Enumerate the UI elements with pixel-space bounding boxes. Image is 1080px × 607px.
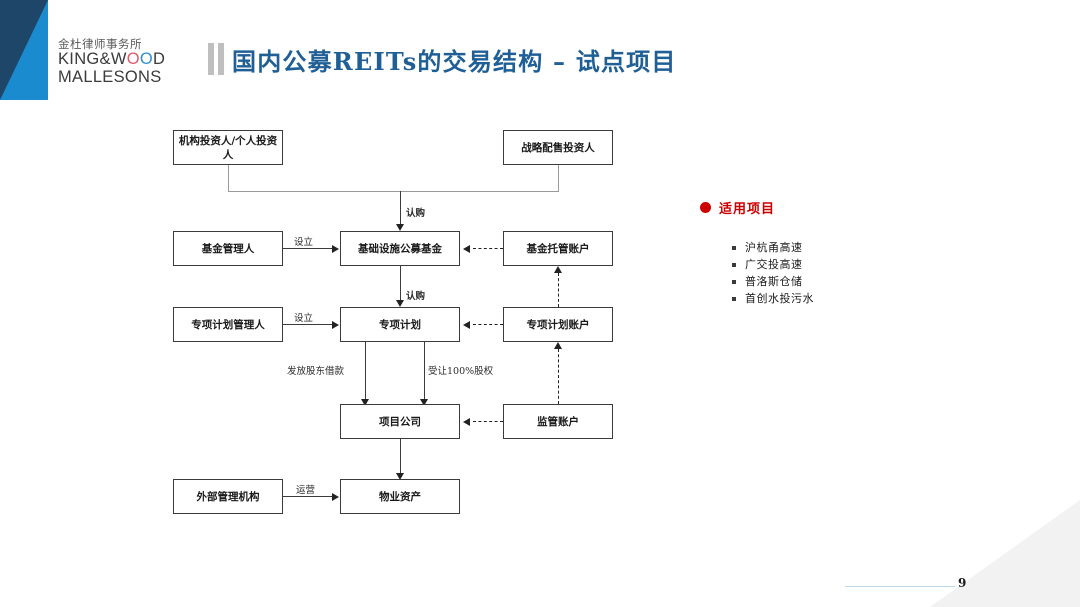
node-abs-plan: 专项计划 [340,307,460,342]
edge-planaccount-to-custody [558,273,559,307]
arrow-supervision-to-planaccount [554,342,562,349]
square-bullet-icon [732,262,736,267]
list-item: 普洛斯仓储 [732,273,950,290]
node-institutional-investors: 机构投资人/个人投资人 [173,130,283,165]
arrow-equity-transfer [420,399,428,406]
panel-title: 适用项目 [719,202,776,217]
node-external-manager-label: 外部管理机构 [196,490,260,503]
arrow-supervision-to-project [463,417,470,426]
list-item: 首创水投污水 [732,290,950,307]
edge-supervision-to-planaccount [558,349,559,404]
edge-institutional-down [228,165,229,191]
arrow-subscribe-fund [396,224,404,231]
node-abs-plan-account: 专项计划账户 [503,307,613,342]
edge-plan-equity [424,342,425,400]
arrow-planaccount-to-custody [554,266,562,273]
square-bullet-icon [732,279,736,284]
edge-project-to-property [400,439,401,474]
node-fund-custody-account: 基金托管账户 [503,231,613,266]
brand-en-suffix: D [153,50,166,68]
edge-planaccount-to-plan [473,324,503,325]
node-property-assets: 物业资产 [340,479,460,514]
arrow-project-to-property [396,473,404,480]
logo-triangle-shape [0,0,48,100]
edge-custody-to-fund [473,248,503,249]
list-item-label: 首创水投污水 [745,292,814,305]
node-fund-manager: 基金管理人 [173,231,283,266]
node-strategic-investors: 战略配售投资人 [503,130,613,165]
brand-logo-text: 金杜律师事务所 KING&WOOD MALLESONS [58,38,178,86]
arrow-shareholder-loan [361,399,369,406]
corner-decoration [930,500,1080,607]
edge-strategic-down [558,165,559,191]
footer-rule [845,586,955,587]
node-project-company: 项目公司 [340,404,460,439]
square-bullet-icon [732,245,736,250]
node-abs-plan-manager: 专项计划管理人 [173,307,283,342]
square-bullet-icon [732,296,736,301]
node-abs-plan-manager-label: 专项计划管理人 [191,318,265,331]
edge-investor-bus [228,191,559,192]
list-item-label: 普洛斯仓储 [745,275,803,288]
node-project-company-label: 项目公司 [379,415,421,428]
edge-fundmanager-to-fund [283,248,333,249]
brand-logo-mark [0,0,48,100]
edge-label-shareholder-loan: 发放股东借款 [287,366,345,377]
title-bar-1 [208,43,214,75]
page-title: 国内公募REITs的交易结构 – 试点项目 [232,47,677,76]
title-bar-2 [218,43,224,75]
edge-label-operation: 运营 [296,485,316,496]
list-item-label: 沪杭甬高速 [745,241,803,254]
edge-plan-loan [365,342,366,400]
brand-name-english-line1: KING&WOOD [58,50,178,69]
node-property-assets-label: 物业资产 [379,490,421,503]
edge-label-equity-transfer: 受让100%股权 [428,366,494,377]
node-fund-custody-account-label: 基金托管账户 [526,242,590,255]
title-accent-bars [208,43,224,75]
edge-external-to-property [283,496,333,497]
node-strategic-investors-label: 战略配售投资人 [521,141,595,154]
panel-header: 适用项目 [700,198,950,217]
arrow-custody-to-fund [463,244,470,253]
arrow-establish-plan [332,320,339,329]
applicable-projects-panel: 适用项目 沪杭甬高速 广交投高速 普洛斯仓储 首创水投污水 [700,198,950,307]
node-supervision-account: 监管账户 [503,404,613,439]
edge-planmanager-to-plan [283,324,333,325]
node-supervision-account-label: 监管账户 [537,415,579,428]
edge-fund-to-plan [400,266,401,301]
list-item-label: 广交投高速 [745,258,803,271]
brand-en-o-blue: O [139,50,153,68]
list-item: 广交投高速 [732,256,950,273]
arrow-establish-fund [332,244,339,253]
edge-bus-to-fund [400,191,401,225]
node-infra-public-fund: 基础设施公募基金 [340,231,460,266]
node-abs-plan-account-label: 专项计划账户 [526,318,590,331]
brand-name-english-line2: MALLESONS [58,67,162,86]
applicable-projects-list: 沪杭甬高速 广交投高速 普洛斯仓储 首创水投污水 [732,239,950,307]
arrow-planaccount-to-plan [463,320,470,329]
reits-structure-diagram: 机构投资人/个人投资人 战略配售投资人 认购 基金管理人 基础设施公募基金 基金… [173,130,613,514]
brand-name-chinese: 金杜律师事务所 [58,37,142,51]
node-abs-plan-label: 专项计划 [379,318,421,331]
node-external-manager: 外部管理机构 [173,479,283,514]
arrow-operation [332,492,339,501]
arrow-subscribe-plan [396,300,404,307]
node-institutional-investors-label: 机构投资人/个人投资人 [178,134,278,161]
list-item: 沪杭甬高速 [732,239,950,256]
brand-en-prefix: KING&W [58,50,127,68]
edge-label-establish-fund: 设立 [294,237,314,248]
edge-supervision-to-project [473,421,503,422]
edge-label-subscribe-fund: 认购 [406,208,426,219]
edge-label-subscribe-plan: 认购 [406,291,426,302]
node-fund-manager-label: 基金管理人 [201,242,255,255]
brand-en-o-red: O [126,50,140,68]
page-number: 9 [958,576,967,590]
edge-label-establish-plan: 设立 [294,313,314,324]
node-infra-public-fund-label: 基础设施公募基金 [358,242,442,255]
bullet-dot-icon [700,202,711,213]
